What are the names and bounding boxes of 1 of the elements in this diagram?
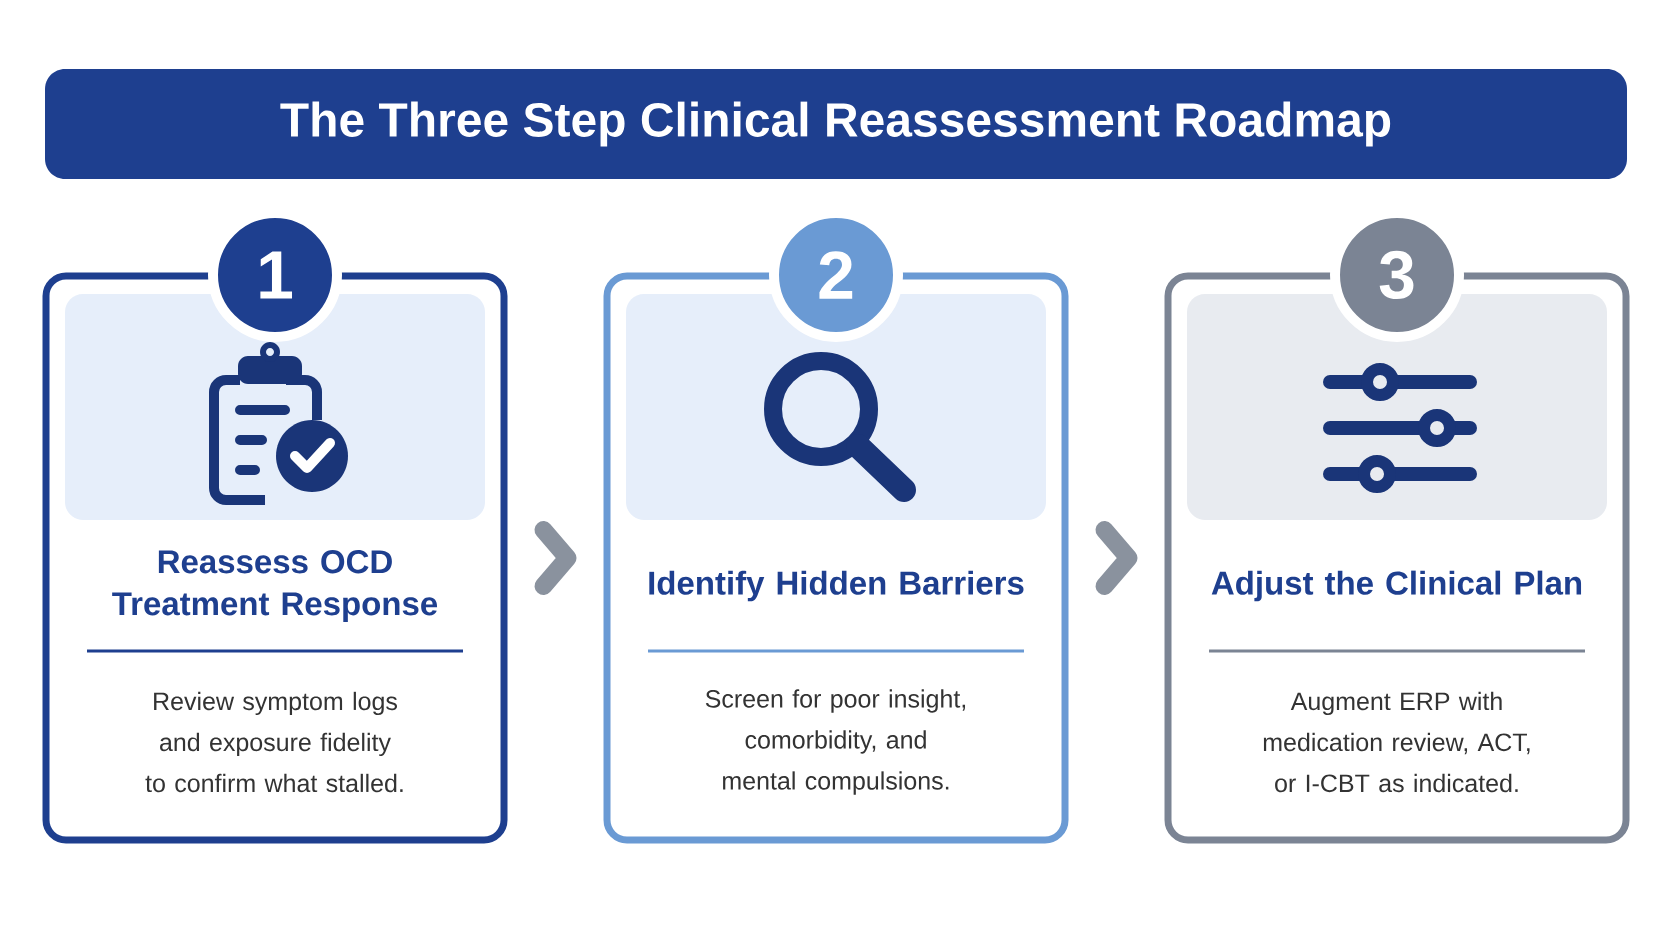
title-banner: The Three Step Clinical Reassessment Roadmap [45,69,1627,179]
